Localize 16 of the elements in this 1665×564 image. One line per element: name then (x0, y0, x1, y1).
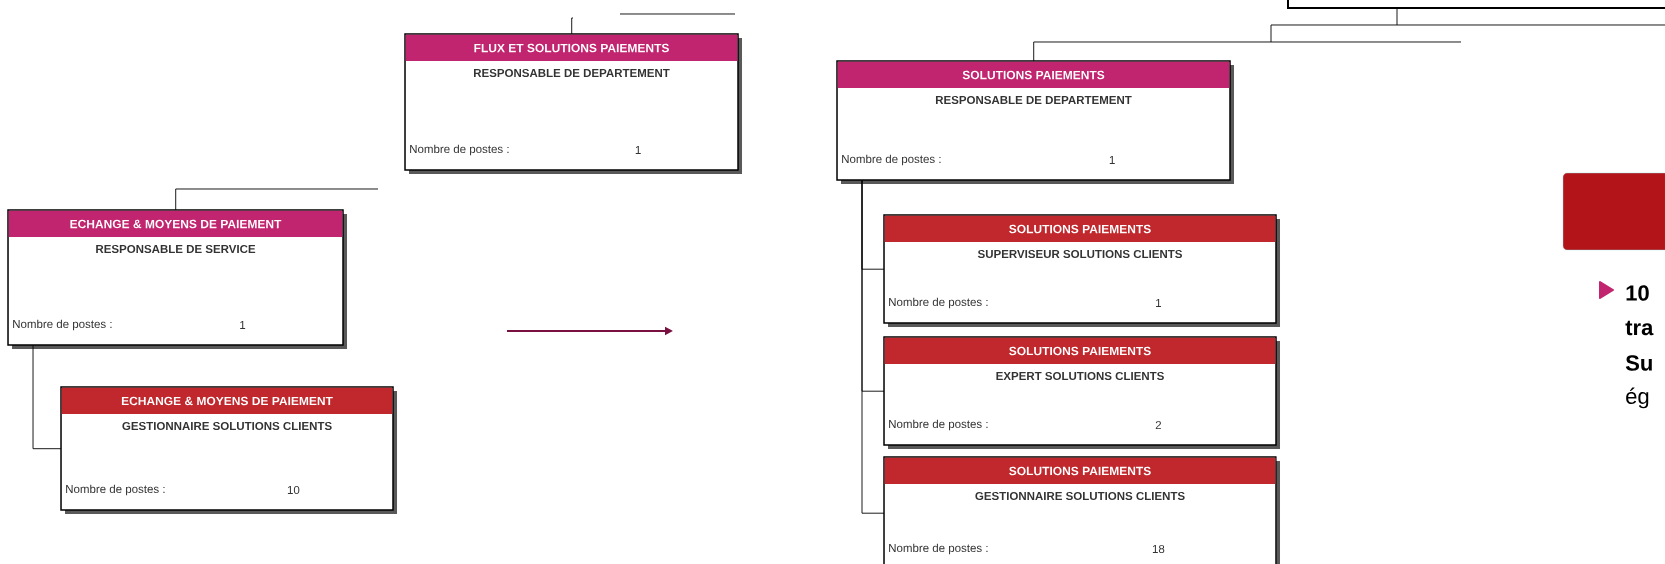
position-box: FLUX ET SOLUTIONS PAIEMENTS RESPONSABLE DE DEPARTEMENT Nombre de postes : 1 (404, 33, 742, 174)
text-fragment: 10 (1626, 285, 1649, 301)
connector-line (1033, 41, 1462, 62)
connector-line (175, 188, 379, 211)
connector-line (861, 179, 885, 514)
position-box: ECHANGE & MOYENS DE PAIEMENT RESPONSABLE DE SERVICE Nombre de postes : 1 (7, 209, 347, 349)
connector-line (32, 344, 62, 450)
text-fragment: ég (1626, 387, 1649, 409)
position-box: SOLUTIONS PAIEMENTS SUPERVISEUR SOLUTIONS CLIENTS Nombre de postes : 1 (883, 214, 1280, 327)
position-box: SOLUTIONS PAIEMENTS EXPERT SOLUTIONS CLIENTS Nombre de postes : 2 (883, 336, 1280, 449)
position-box: ECHANGE & MOYENS DE PAIEMENT GESTIONNAIRE SOLUTIONS CLIENTS Nombre de postes : 10 (60, 386, 397, 514)
text-fragment: tra (1625, 320, 1654, 336)
position-box: SOLUTIONS PAIEMENTS GESTIONNAIRE SOLUTIONS CLIENTS Nombre de postes : 18 (883, 456, 1280, 564)
connector-line (571, 17, 574, 35)
position-box: SOLUTIONS PAIEMENTS RESPONSABLE DE DEPARTEMENT Nombre de postes : 1 (836, 60, 1234, 184)
text-fragment: Su (1625, 355, 1652, 371)
